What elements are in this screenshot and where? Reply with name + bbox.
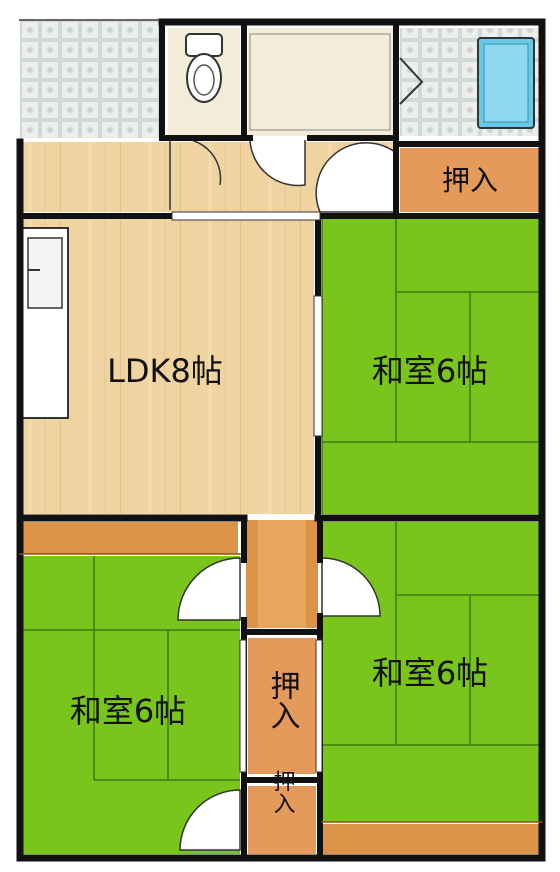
closet-mid-floor [248,638,316,774]
ldk-label: LDK8帖 [107,352,223,390]
toilet-icon [185,33,223,103]
sliding-door-corridor [171,211,321,221]
sliding-door-sw-closet [239,639,247,773]
washitsu-ne-floor [321,218,542,514]
hallway-upper-band [20,522,238,554]
washroom-floor [20,20,162,138]
sliding-door-ldk-ne [313,295,323,437]
washitsu-se-label: 和室6帖 [372,654,488,692]
sink-icon [27,237,63,309]
walls [16,18,546,862]
closet-top-floor [400,148,540,212]
closet-mid-label: 押入 [265,670,300,730]
washitsu-sw-label: 和室6帖 [70,692,186,730]
closet-top-label: 押入 [442,164,498,197]
sliding-door-mid-closet [315,639,323,773]
washitsu-ne-label: 和室6帖 [372,352,488,390]
closet-bottom-floor [248,786,316,854]
utility-room-floor [248,28,394,136]
se-bottom-band [322,824,542,854]
closet-bottom-label: 押入 [270,770,296,814]
